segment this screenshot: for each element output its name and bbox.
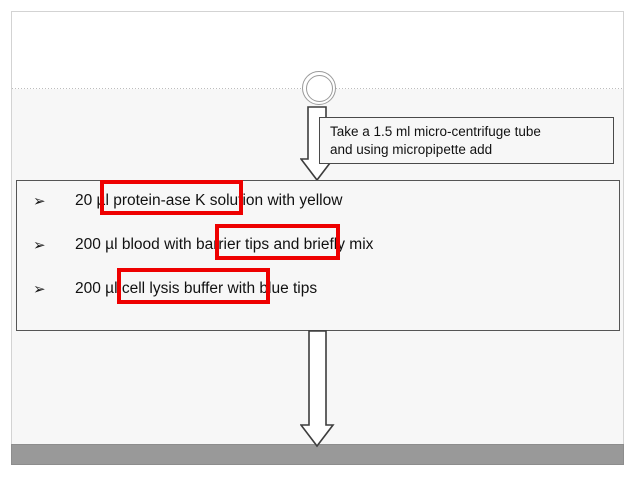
list-item: ➢ 200 µl blood with barrier tips and bri… bbox=[17, 234, 619, 278]
list-item: ➢ 200 µl cell lysis buffer with blue tip… bbox=[17, 278, 619, 322]
start-connector-circle-icon bbox=[302, 71, 336, 105]
list-item-text: 20 µl protein-ase K solution with yellow bbox=[75, 192, 343, 209]
callout-line-2: and using micropipette add bbox=[330, 142, 493, 157]
bullet-arrow-icon: ➢ bbox=[33, 280, 46, 298]
list-item-text: 200 µl cell lysis buffer with blue tips bbox=[75, 280, 318, 297]
bullet-arrow-icon: ➢ bbox=[33, 192, 46, 210]
bullet-list: ➢ 20 µl protein-ase K solution with yell… bbox=[17, 181, 619, 322]
callout-textbox: Take a 1.5 ml micro-centrifuge tube and … bbox=[319, 117, 614, 164]
instruction-content-box: ➢ 20 µl protein-ase K solution with yell… bbox=[16, 180, 620, 331]
list-item-text: 200 µl blood with barrier tips and brief… bbox=[75, 236, 374, 253]
callout-line-1: Take a 1.5 ml micro-centrifuge tube bbox=[330, 124, 541, 139]
list-item: ➢ 20 µl protein-ase K solution with yell… bbox=[17, 190, 619, 234]
bullet-arrow-icon: ➢ bbox=[33, 236, 46, 254]
down-arrow-bottom-icon bbox=[300, 330, 336, 448]
